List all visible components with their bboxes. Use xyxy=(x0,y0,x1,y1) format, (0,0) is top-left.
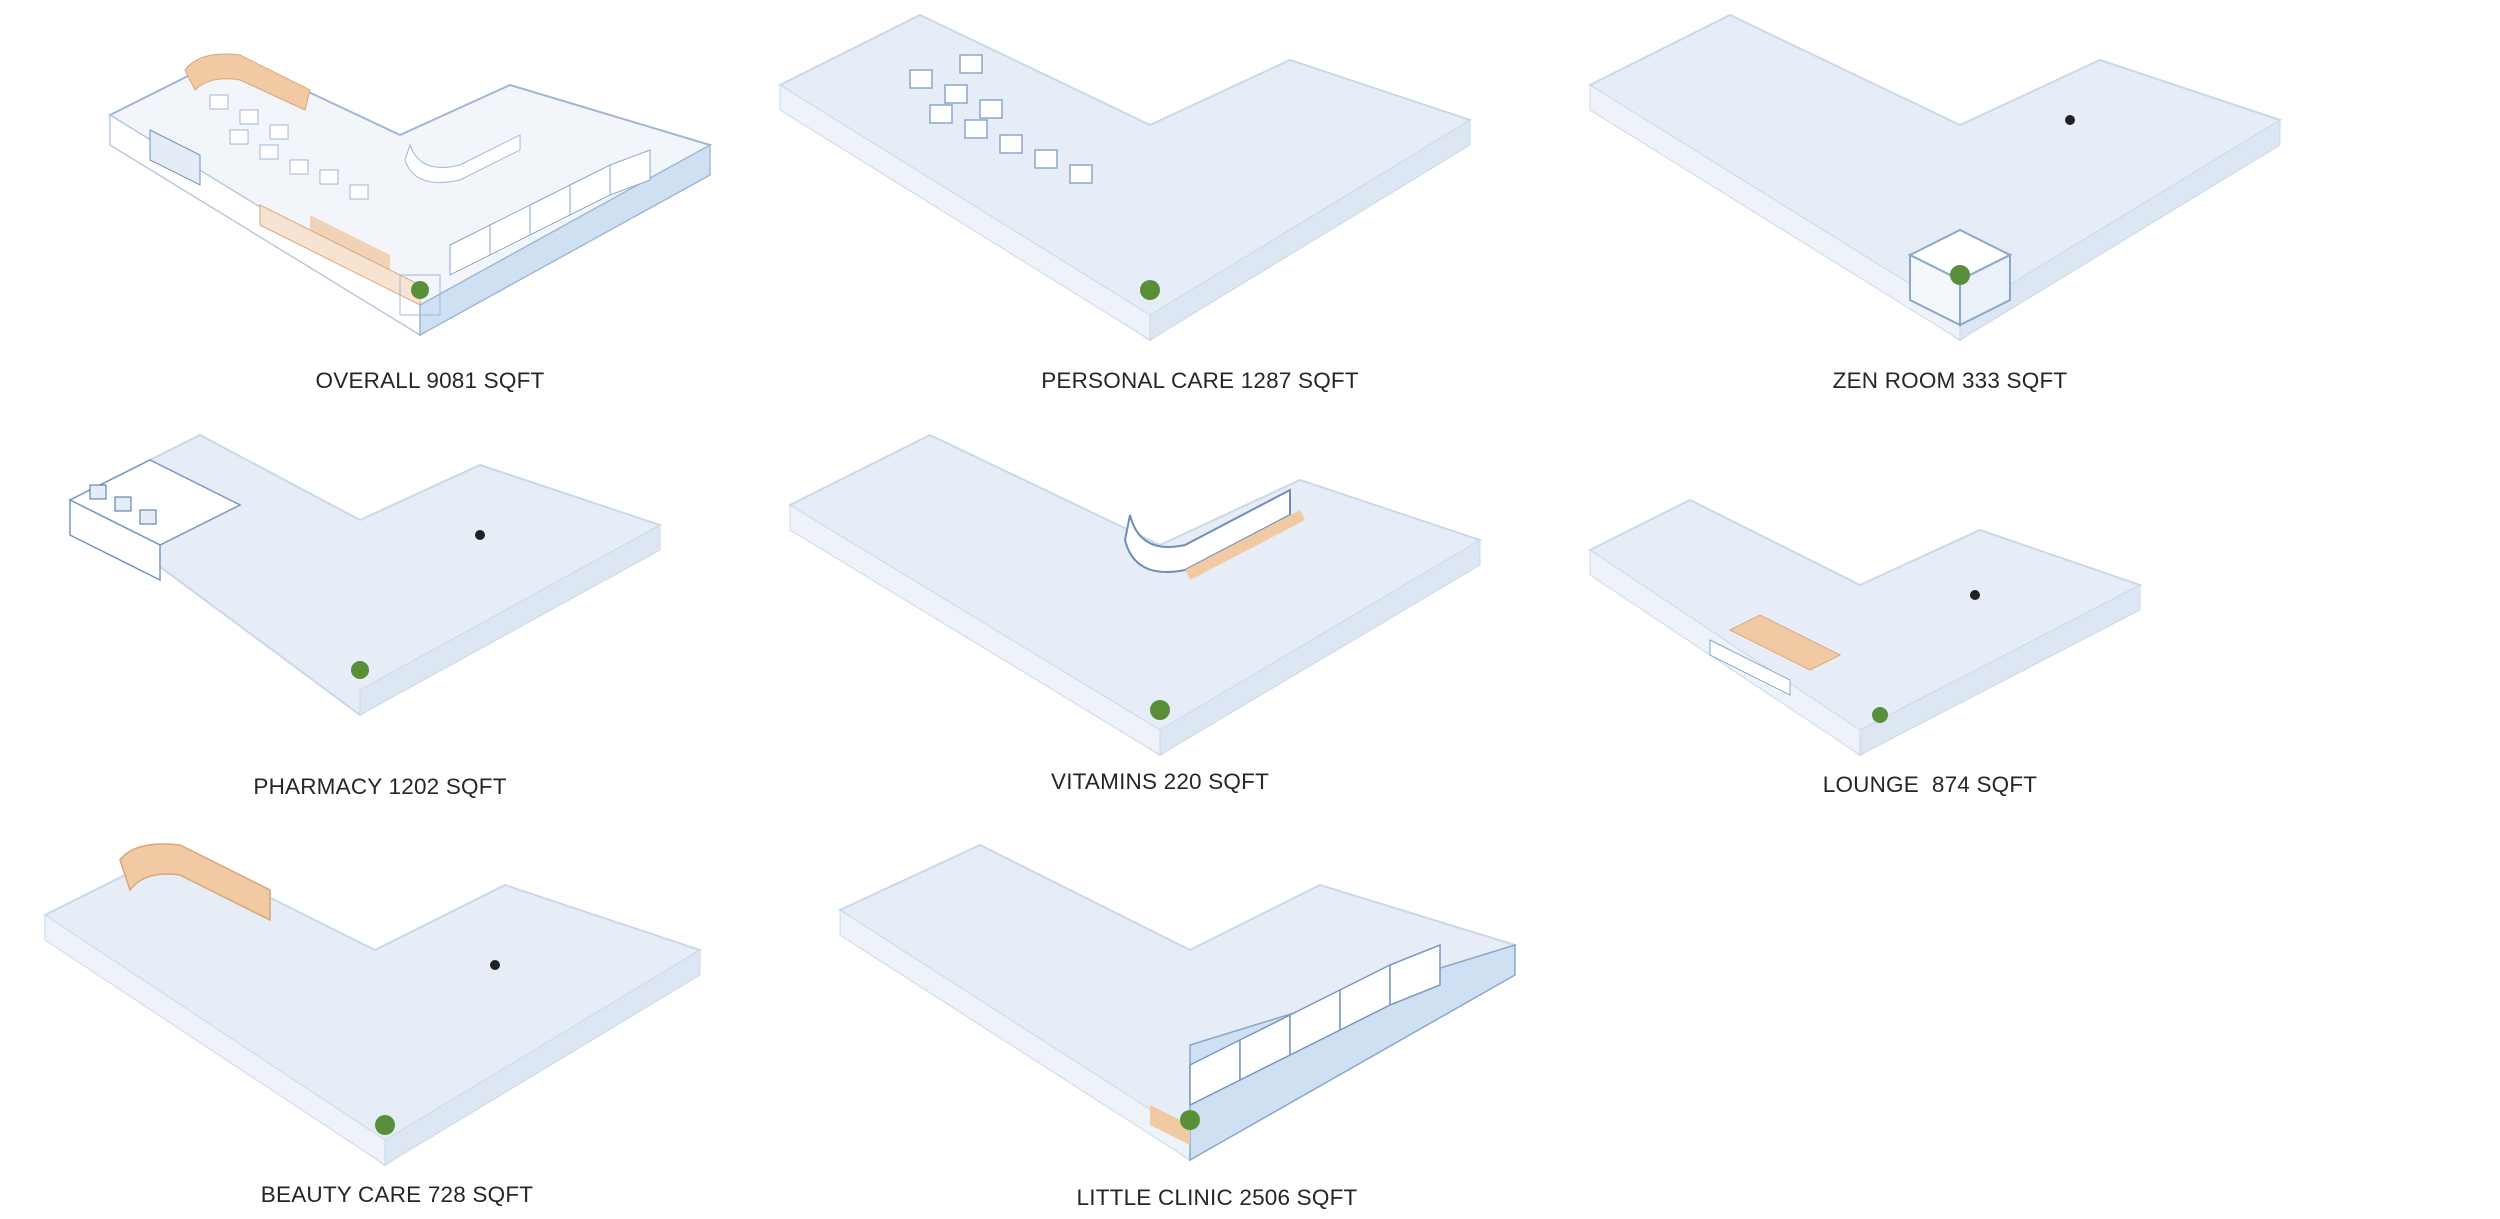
ghost-floor xyxy=(778,13,1473,342)
ghost-side-wall xyxy=(1859,584,2141,756)
caption-beauty-care: BEAUTY CARE 728 SQFT xyxy=(260,1182,534,1207)
plant-icon xyxy=(351,661,369,679)
plant-icon xyxy=(1872,707,1888,723)
side-wall xyxy=(419,143,711,337)
caption-personal-care: PERSONAL CARE 1287 SQFT xyxy=(1041,368,1359,393)
caption-lounge: LOUNGE 874 SQFT xyxy=(1822,772,2038,797)
ghost-side-wall xyxy=(359,524,661,716)
beauty-care-counter xyxy=(119,843,271,922)
plant-icon xyxy=(411,281,429,299)
floorplan-pharmacy-drawing xyxy=(68,433,663,717)
ghost-side-wall xyxy=(384,949,701,1166)
plant-icon xyxy=(1150,700,1170,720)
ghost-side-wall xyxy=(1159,539,1481,756)
pharmacy-rooms xyxy=(149,129,201,186)
caption-little-clinic: LITTLE CLINIC 2506 SQFT xyxy=(1076,1185,1358,1210)
chair-icon xyxy=(475,530,485,540)
clinic-rooms xyxy=(449,149,651,276)
zen-room-wall-right xyxy=(1959,253,2011,327)
lounge-wood-floor xyxy=(310,215,390,270)
lounge-seating xyxy=(1709,639,1791,696)
floorplan-vitamins-drawing xyxy=(788,433,1483,757)
floorplan-zen-room-drawing xyxy=(1588,13,2283,342)
floorplan-personal-care-drawing xyxy=(778,13,1473,342)
plant-icon xyxy=(1950,265,1970,285)
ghost-side-wall xyxy=(1149,119,1471,341)
plant-icon xyxy=(1140,280,1160,300)
curved-counter-wood xyxy=(184,53,311,111)
ghost-side-wall xyxy=(1959,119,2281,341)
personal-care-shelves xyxy=(909,54,1093,184)
pharmacy-rooms xyxy=(89,484,157,525)
caption-zen-room: ZEN ROOM 333 SQFT xyxy=(1832,368,2068,393)
curved-counter-white xyxy=(404,134,521,183)
vitamins-counter xyxy=(1123,488,1291,573)
zen-room-frame xyxy=(399,274,441,316)
plant-icon xyxy=(375,1115,395,1135)
ghost-floor xyxy=(43,848,703,1167)
clinic-exam-rooms xyxy=(1189,943,1441,1107)
floorplan-beauty-care-drawing xyxy=(43,843,703,1167)
plant-icon xyxy=(1180,1110,1200,1130)
pharmacy-front-wall xyxy=(69,498,161,582)
shelving-units xyxy=(209,94,369,200)
chair-icon xyxy=(490,960,500,970)
ghost-floor xyxy=(788,433,1483,757)
clinic-entry-wood xyxy=(1150,1105,1190,1145)
caption-pharmacy: PHARMACY 1202 SQFT xyxy=(253,774,507,799)
chair-icon xyxy=(2065,115,2075,125)
floorplan-little-clinic-drawing xyxy=(838,843,1518,1162)
caption-overall: OVERALL 9081 SQFT xyxy=(315,368,545,393)
caption-vitamins: VITAMINS 220 SQFT xyxy=(1050,769,1270,794)
lounge-zone xyxy=(1728,614,1842,671)
floorplan-overall-drawing xyxy=(108,53,713,337)
vitamins-counter-wood-trim xyxy=(1185,510,1305,580)
floorplan-lounge-drawing xyxy=(1588,498,2143,757)
chair-icon xyxy=(1970,590,1980,600)
